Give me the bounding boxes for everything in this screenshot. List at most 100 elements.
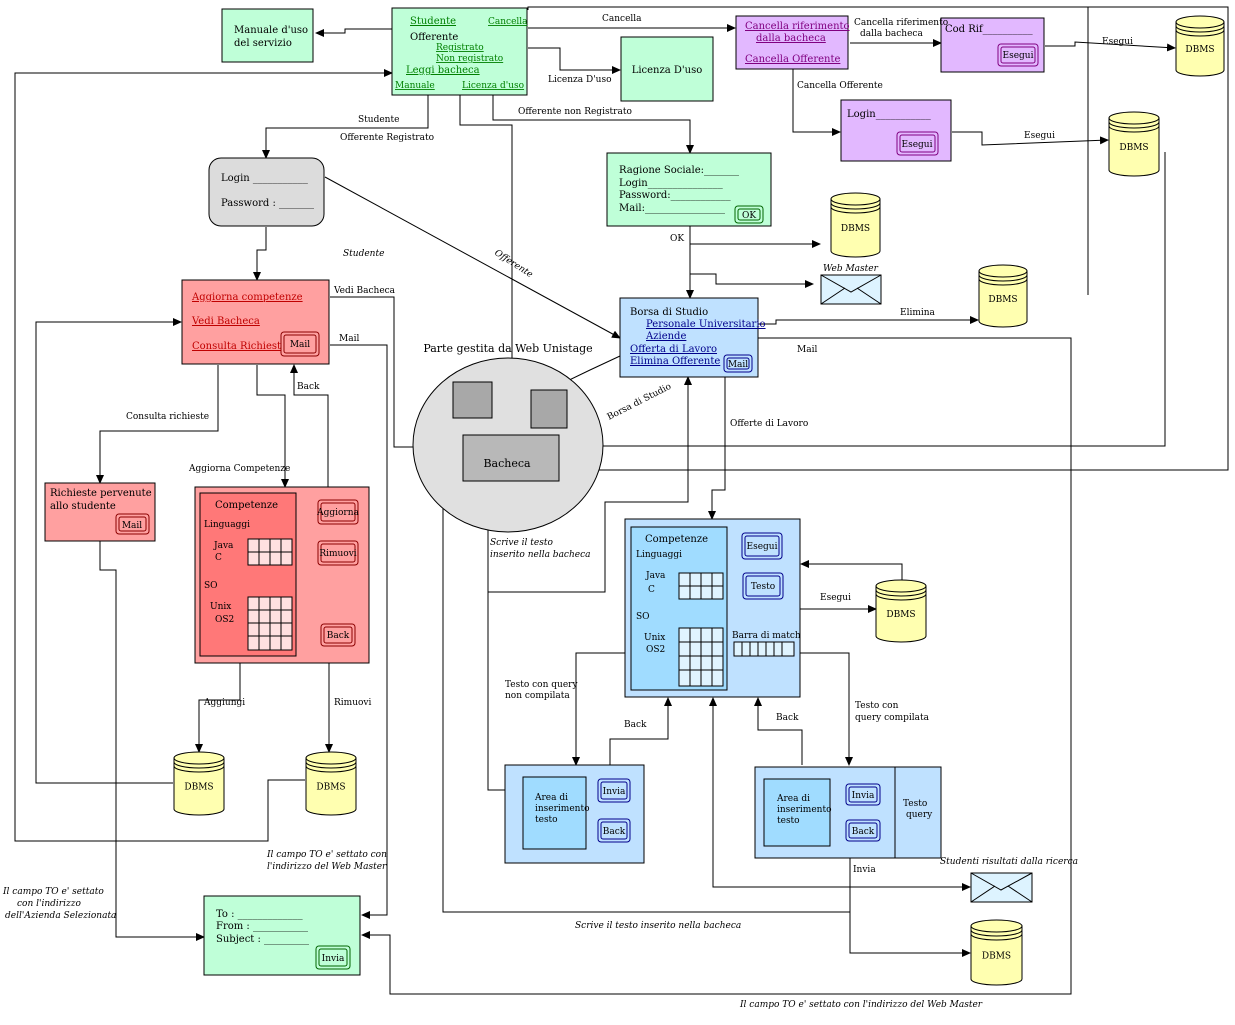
manuale-line1: Manuale d'uso — [234, 25, 308, 36]
link-cancella-offerente[interactable]: Cancella Offerente — [745, 54, 840, 65]
login-box: Login ___________ Password : _______ — [208, 157, 325, 227]
envelope-icon — [820, 274, 882, 305]
manuale-box[interactable]: Manuale d'uso del servizio — [221, 8, 314, 63]
esegui-button[interactable]: Esegui — [896, 131, 939, 156]
skill-grid[interactable] — [247, 596, 293, 651]
dbms-label: DBMS — [1119, 143, 1148, 153]
back-button[interactable]: Back — [845, 819, 881, 842]
label-cancella-riferimento: Cancella riferimento — [854, 18, 948, 28]
label-campo-webmaster: l'indirizzo del Web Master — [267, 862, 387, 872]
web-unistage-title: Parte gestita da Web Unistage — [423, 342, 592, 355]
offerente-label: Offerente — [410, 32, 458, 43]
dbms-database-icon: DBMS — [305, 751, 357, 816]
esegui-button[interactable]: Esegui — [997, 43, 1039, 67]
invia-button[interactable]: Invia — [315, 945, 351, 970]
link-vedi-bacheca[interactable]: Vedi Bacheca — [191, 316, 260, 327]
link-elimina-offerente[interactable]: Elimina Offerente — [630, 356, 720, 367]
ragione-sociale-field[interactable]: Ragione Sociale:_______ — [619, 165, 739, 176]
codrif-field[interactable]: Cod Rif__________ — [945, 24, 1033, 35]
login-offerente-field[interactable]: Login___________ — [847, 109, 931, 120]
dbms-label: DBMS — [988, 295, 1017, 305]
web-unistage-region: Parte gestita da Web Unistage Bacheca — [412, 342, 604, 533]
label-scrive: Scrive il testo — [490, 538, 553, 548]
mail-button[interactable]: Mail — [280, 331, 320, 357]
back-button[interactable]: Back — [597, 818, 631, 843]
svg-text:Back: Back — [852, 827, 875, 837]
richieste-line2: allo studente — [50, 501, 116, 512]
unix-label: Unix — [644, 633, 665, 643]
linguaggi-label: Linguaggi — [636, 550, 682, 560]
competenze-ricerca-box: Competenze Linguaggi Java C SO Unix OS2 … — [624, 518, 801, 698]
c-label: C — [215, 553, 222, 563]
login-field[interactable]: Login_______________ — [619, 178, 723, 189]
dbms-database-icon: DBMS — [1108, 111, 1160, 177]
label-testo-non-compilata: non compilata — [505, 691, 570, 701]
linguaggi-label: Linguaggi — [204, 520, 250, 530]
label-campo-azienda: Il campo TO e' settato — [2, 887, 104, 897]
label-aggiorna-competenze: Aggiorna Competenze — [188, 464, 290, 474]
testo-button[interactable]: Testo — [742, 572, 784, 600]
svg-text:Mail: Mail — [728, 360, 748, 370]
link-aziende[interactable]: Aziende — [645, 331, 686, 342]
licenza-box[interactable]: Licenza D'uso — [620, 36, 714, 102]
label-borsa-studio: Borsa di Studio — [606, 382, 673, 423]
link-registrato[interactable]: Registrato — [436, 43, 484, 53]
codrif-box: Cod Rif__________ Esegui — [940, 17, 1045, 73]
svg-text:OK: OK — [742, 211, 756, 221]
match-bar — [733, 641, 795, 657]
label-cancella-offerente: Cancella Offerente — [797, 81, 883, 91]
invia-button[interactable]: Invia — [845, 783, 881, 806]
invia-button[interactable]: Invia — [597, 778, 631, 803]
label-campo-azienda: dell'Azienda Selezionata — [5, 911, 116, 921]
aggiorna-button[interactable]: Aggiorna — [316, 499, 360, 525]
svg-text:Invia: Invia — [322, 954, 345, 964]
link-leggi-bacheca[interactable]: Leggi bacheca — [406, 65, 480, 76]
link-offerta-lavoro[interactable]: Offerta di Lavoro — [630, 344, 717, 355]
link-studente[interactable]: Studente — [410, 16, 456, 27]
link-cancella-riferimento[interactable]: Cancella riferimento — [745, 21, 850, 32]
rimuovi-button[interactable]: Rimuovi — [317, 540, 359, 566]
link-dalla-bacheca[interactable]: dalla bacheca — [756, 33, 826, 44]
password-field[interactable]: Password : _______ — [221, 198, 314, 209]
studente-menu-box: Aggiorna competenze Vedi Bacheca Consult… — [181, 279, 330, 365]
text-area[interactable] — [763, 778, 831, 847]
mail-button[interactable]: Mail — [723, 354, 753, 373]
label-ok: OK — [670, 234, 684, 244]
mail-button[interactable]: Mail — [115, 513, 150, 535]
skill-grid[interactable] — [678, 572, 724, 600]
to-field[interactable]: To : _____________ — [216, 909, 303, 920]
skill-grid[interactable] — [678, 627, 724, 687]
svg-text:Mail: Mail — [290, 340, 310, 350]
area-label: testo — [535, 815, 558, 825]
bacheca-box[interactable]: Bacheca — [462, 434, 560, 482]
dbms-label: DBMS — [841, 224, 870, 234]
link-personale-universitario[interactable]: Personale Universitario — [646, 319, 766, 330]
label-studenti-risultati: Studenti risultati dalla ricerca — [940, 857, 1078, 867]
link-manuale[interactable]: Manuale — [395, 81, 435, 91]
testo-query-label: query — [906, 810, 933, 820]
text-area[interactable] — [522, 776, 587, 850]
link-cancella[interactable]: Cancella — [488, 17, 528, 27]
back-button[interactable]: Back — [320, 623, 356, 647]
esegui-button[interactable]: Esegui — [741, 532, 783, 560]
testo-query-label: Testo — [903, 799, 927, 809]
label-rimuovi: Rimuovi — [334, 698, 371, 708]
mail-field[interactable]: Mail:________________ — [619, 203, 725, 214]
richieste-box: Richieste pervenute allo studente Mail — [44, 482, 156, 542]
skill-grid[interactable] — [247, 538, 293, 566]
competenze-title: Competenze — [645, 534, 708, 545]
ok-button[interactable]: OK — [734, 205, 764, 224]
link-licenza[interactable]: Licenza d'uso — [462, 81, 524, 91]
area-label: Area di — [776, 794, 810, 804]
label-aggiungi: Aggiungi — [203, 698, 245, 708]
from-field[interactable]: From : ___________ — [216, 921, 308, 932]
label-mail: Mail — [797, 345, 817, 355]
richieste-line1: Richieste pervenute — [50, 488, 152, 499]
link-consulta-richieste[interactable]: Consulta Richieste — [192, 341, 287, 352]
password-field[interactable]: Password:____________ — [619, 190, 731, 201]
subject-field[interactable]: Subject : _________ — [216, 934, 309, 945]
link-non-registrato[interactable]: Non registrato — [436, 54, 503, 64]
link-aggiorna-competenze[interactable]: Aggiorna competenze — [191, 292, 303, 303]
login-field[interactable]: Login ___________ — [221, 173, 308, 184]
